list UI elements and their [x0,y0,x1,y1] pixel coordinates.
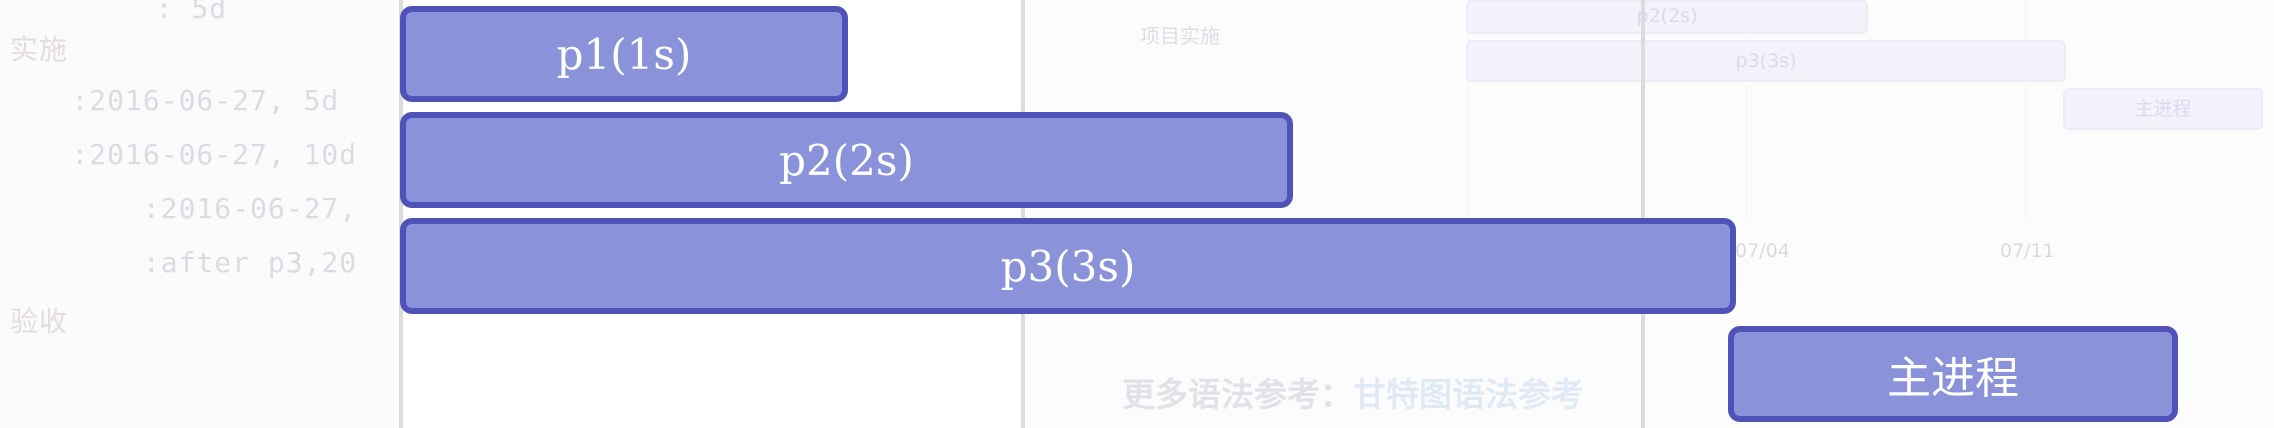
footer-text: 更多语法参考： [1122,375,1353,414]
preview-bar: p3(3s) [1466,40,2066,82]
task-bar-p2: p2(2s) [400,112,1293,208]
preview-section-label: 项目实施 [1140,24,1220,48]
grid-line [1021,0,1025,428]
grid-line [399,0,403,428]
task-bar-main: 主进程 [1728,326,2178,422]
preview-footer: 更多语法参考：甘特图语法参考 [1122,368,1584,416]
code-line: 验收 [10,305,69,338]
code-line: :2016-06-27, [0,192,376,225]
code-line: : 5d [120,0,228,25]
preview-bar: 主进程 [2063,88,2263,130]
preview-grid-line [1746,0,1747,220]
grid-line [1641,0,1645,428]
task-bar-p1: p1(1s) [400,6,848,102]
code-line: :2016-06-27, 5d [0,84,340,117]
preview-bar: p2(2s) [1466,0,1868,34]
preview-tick: 07/04 [1735,240,1790,262]
code-line: :2016-06-27, 10d [0,138,358,171]
preview-grid-line [1468,0,1469,220]
task-bar-p3: p3(3s) [400,218,1736,314]
preview-grid-line [2025,0,2026,220]
code-line: 实施 [10,33,69,66]
code-editor: : 5d 实施 :2016-06-27, 5d :2016-06-27, 10d… [0,0,395,428]
code-line: :after p3,20 [0,246,358,279]
preview-tick: 07/11 [2000,240,2055,262]
syntax-reference-link[interactable]: 甘特图语法参考 [1353,375,1584,414]
